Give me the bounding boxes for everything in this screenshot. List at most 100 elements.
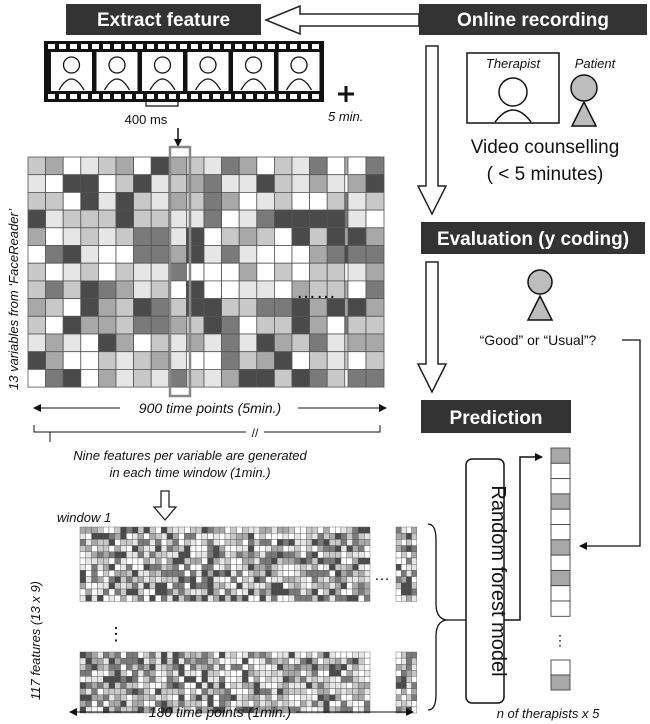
- grid-cell: [238, 245, 258, 264]
- grid-cell: [160, 570, 168, 577]
- grid-cell: [143, 545, 150, 552]
- grid-cell: [120, 570, 127, 577]
- grid-cell: [45, 298, 64, 317]
- grid-cell: [114, 570, 121, 577]
- grid-cell: [406, 700, 412, 708]
- grid-cell: [114, 682, 121, 689]
- svg-text:Patient: Patient: [575, 56, 617, 71]
- grid-cell: [346, 670, 353, 677]
- grid-cell: [120, 670, 127, 677]
- grid-cell: [401, 700, 407, 708]
- grid-cell: [178, 588, 185, 596]
- grid-cell: [288, 651, 295, 659]
- grid-cell: [323, 551, 330, 559]
- grid-cell: [91, 657, 98, 665]
- feature-grid: [27, 156, 381, 388]
- grid-cell: [27, 351, 47, 370]
- film-perforation: [92, 44, 99, 49]
- grid-cell: [335, 545, 342, 552]
- grid-cell: [131, 670, 139, 677]
- window-feature-grid: [79, 526, 371, 602]
- grid-cell: [326, 351, 346, 370]
- grid-cell: [271, 588, 278, 596]
- grid-cell: [365, 156, 385, 176]
- grid-cell: [352, 664, 359, 671]
- grid-cell: [323, 664, 330, 671]
- grid-cell: [62, 280, 82, 299]
- grid-cell: [160, 533, 168, 540]
- grid-cell: [189, 564, 197, 571]
- grid-cell: [218, 539, 226, 546]
- grid-cell: [358, 595, 365, 602]
- grid-cell: [221, 280, 240, 299]
- grid-cell: [150, 280, 170, 299]
- window-1-label: window 1: [57, 510, 111, 525]
- grid-cell: [311, 688, 319, 695]
- grid-cell: [259, 670, 266, 677]
- grid-cell: [395, 676, 402, 683]
- grid-cell: [311, 682, 319, 689]
- grid-cell: [406, 570, 412, 577]
- grid-cell: [236, 539, 243, 546]
- grid-cell: [149, 539, 156, 546]
- grid-cell: [294, 539, 301, 546]
- grid-cell: [411, 539, 418, 546]
- grid-cell: [242, 576, 249, 583]
- grid-cell: [253, 588, 261, 596]
- grid-cell: [149, 664, 156, 671]
- grid-cell: [311, 557, 319, 565]
- grid-cell: [352, 557, 359, 565]
- grid-cell: [317, 582, 324, 590]
- grid-cell: [364, 676, 371, 683]
- grid-cell: [346, 545, 353, 552]
- grid-cell: [288, 533, 295, 540]
- grid-cell: [259, 595, 266, 602]
- grid-cell: [236, 588, 243, 596]
- grid-cell: [155, 551, 162, 559]
- grid-cell: [288, 526, 295, 534]
- grid-cell: [213, 533, 220, 540]
- grid-cell: [300, 557, 307, 565]
- grid-cell: [143, 551, 150, 559]
- grid-cell: [131, 570, 139, 577]
- grid-cell: [294, 688, 301, 695]
- grid-cell: [85, 545, 92, 552]
- grid-cell: [172, 582, 179, 590]
- grid-cell: [97, 694, 104, 702]
- grid-cell: [306, 564, 313, 571]
- grid-cell: [323, 526, 330, 534]
- grid-cell: [149, 595, 156, 602]
- grid-cell: [323, 700, 330, 708]
- grid-cell: [207, 694, 214, 702]
- grid-cell: [189, 670, 197, 677]
- grid-cell: [335, 688, 342, 695]
- svg-text:Random forest model: Random forest model: [487, 485, 509, 676]
- grid-cell: [97, 657, 104, 665]
- grid-cell: [411, 688, 418, 695]
- grid-cell: [213, 576, 220, 583]
- grid-cell: [97, 557, 104, 565]
- nine-features-line1: Nine features per variable are generated: [73, 448, 307, 463]
- grid-cell: [195, 676, 203, 683]
- grid-cell: [358, 588, 365, 596]
- grid-cell: [271, 595, 278, 602]
- grid-cell: [309, 209, 328, 229]
- outcome-cell: [550, 585, 571, 602]
- grid-cell: [102, 533, 110, 540]
- grid-cell: [224, 595, 232, 602]
- grid-cell: [143, 688, 150, 695]
- grid-cell: [311, 651, 319, 659]
- grid-cell: [201, 657, 208, 665]
- grid-cell: [273, 245, 293, 264]
- grid-cell: [178, 651, 185, 659]
- grid-cell: [401, 551, 407, 559]
- grid-cell: [277, 682, 284, 689]
- grid-cell: [395, 576, 402, 583]
- grid-cell: [282, 545, 290, 552]
- grid-cell: [294, 588, 301, 596]
- grid-cell: [288, 688, 295, 695]
- person-icon: [290, 56, 308, 74]
- grid-cell: [273, 227, 293, 246]
- window-feature-grid-end: [395, 526, 418, 602]
